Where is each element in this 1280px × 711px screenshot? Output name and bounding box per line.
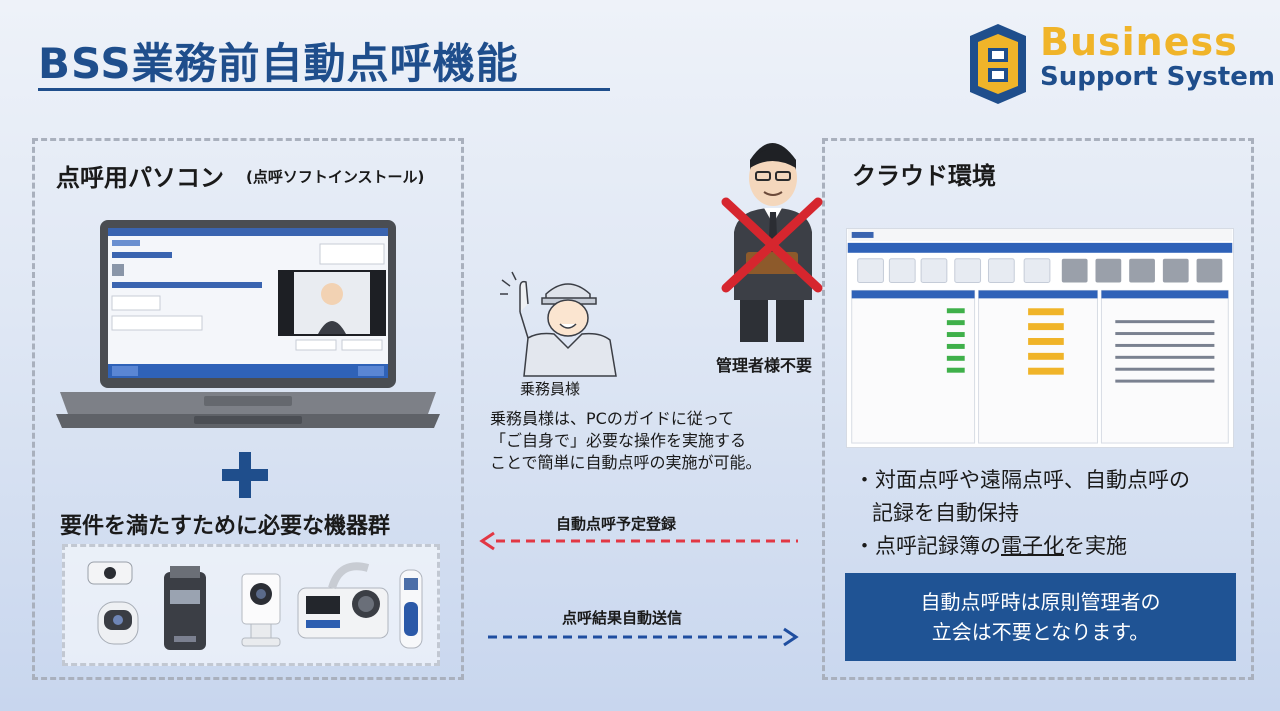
title-underline xyxy=(38,88,610,91)
bss-logo-icon xyxy=(970,24,1026,104)
feature-2-underlined: 電子化 xyxy=(1001,534,1064,558)
breathalyzer-icon xyxy=(164,566,206,650)
description-line-2: 「ご自身で」必要な操作を実施する xyxy=(490,431,747,450)
notice-callout: 自動点呼時は原則管理者の 立会は不要となります。 xyxy=(845,573,1236,661)
arrow-right-icon xyxy=(488,627,799,647)
logo-business-text: Business xyxy=(1040,20,1238,64)
driver-figure-icon xyxy=(500,271,617,377)
camera-icon xyxy=(241,573,281,647)
pc-section-title: 点呼用パソコン xyxy=(56,164,224,192)
manager-not-required-label: 管理者様不要 xyxy=(716,356,813,375)
webcam-icon xyxy=(87,561,139,645)
driver-description: 乗務員様は、PCのガイドに従って 「ご自身で」必要な操作を実施する ことで簡単に… xyxy=(490,408,762,474)
result-auto-send-label: 点呼結果自動送信 xyxy=(562,609,683,627)
cloud-section-frame xyxy=(822,138,1254,680)
blood-pressure-monitor-icon xyxy=(297,562,389,639)
feature-2-pre: ・点呼記録簿の xyxy=(854,534,1001,558)
driver-label: 乗務員様 xyxy=(520,380,581,398)
cloud-dashboard-screenshot xyxy=(846,228,1234,448)
arrow-left-icon xyxy=(479,531,798,551)
feature-1-line-1: ・対面点呼や遠隔点呼、自動点呼の xyxy=(854,468,1190,492)
description-line-1: 乗務員様は、PCのガイドに従って xyxy=(490,409,735,428)
callout-line-1: 自動点呼時は原則管理者の xyxy=(920,590,1161,614)
schedule-registration-label: 自動点呼予定登録 xyxy=(556,515,677,533)
pc-section-frame xyxy=(32,138,464,680)
plus-icon xyxy=(222,452,268,498)
feature-2-post: を実施 xyxy=(1064,534,1127,558)
manager-figure-icon xyxy=(721,143,823,342)
pc-section-subtitle: (点呼ソフトインストール) xyxy=(246,168,425,186)
laptop-icon xyxy=(56,220,440,428)
cloud-feature-list: ・対面点呼や遠隔点呼、自動点呼の 記録を自動保持 ・点呼記録簿の電子化を実施 xyxy=(854,464,1190,563)
feature-1-line-2: 記録を自動保持 xyxy=(872,501,1019,525)
requirements-title: 要件を満たすために必要な機器群 xyxy=(60,514,391,539)
callout-line-2: 立会は不要となります。 xyxy=(931,620,1150,644)
feature-2: ・点呼記録簿の電子化を実施 xyxy=(854,530,1190,563)
page-title: BSS業務前自動点呼機能 xyxy=(38,39,519,88)
device-group xyxy=(87,561,423,650)
description-line-3: ことで簡単に自動点呼の実施が可能。 xyxy=(490,453,762,472)
logo-support-system-text: Support System xyxy=(1040,62,1275,92)
cloud-section-title: クラウド環境 xyxy=(852,162,996,190)
thermometer-icon xyxy=(399,569,423,649)
